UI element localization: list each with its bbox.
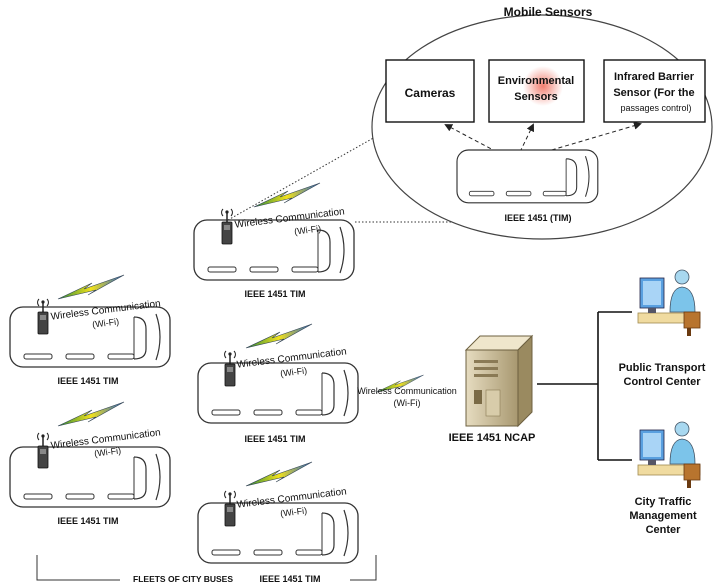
ptcc-operator-icon [637, 269, 701, 337]
bus-a-tim-label: IEEE 1451 TIM [244, 289, 305, 299]
arrow-to-environmental [519, 123, 535, 153]
bus-e-icon [197, 502, 359, 564]
ncap-wireless-line2: (Wi-Fi) [394, 398, 421, 408]
bus-d-tim-label: IEEE 1451 TIM [57, 516, 118, 526]
ptcc-label-line2: Control Center [624, 376, 702, 388]
fleet-label: FLEETS OF CITY BUSES [133, 574, 233, 584]
bus-c-icon [197, 362, 359, 424]
ctmc-label-line1: City Traffic [635, 496, 692, 508]
bus-e-wireless-line2: (Wi-Fi) [280, 505, 308, 518]
bus-a-icon [193, 219, 355, 281]
infrared-label-line3: passages control) [620, 103, 691, 113]
environmental-label-line2: Sensors [514, 91, 557, 103]
ellipse-tim-label: IEEE 1451 (TIM) [504, 213, 571, 223]
bus-e-tim-label: IEEE 1451 TIM [259, 574, 320, 584]
mobile-sensors-ellipse [371, 14, 713, 240]
bus-e-antenna-icon [223, 490, 237, 527]
ptcc-label-line1: Public Transport [619, 362, 706, 374]
ncap-label: IEEE 1451 NCAP [449, 432, 536, 444]
bus-c-antenna-icon [223, 350, 237, 387]
bus-e-wireless-bolt-icon [245, 461, 313, 487]
arrow-to-cameras [444, 124, 498, 153]
ctmc-label-line2: Management [629, 510, 697, 522]
bus-c-tim-label: IEEE 1451 TIM [244, 434, 305, 444]
cameras-label: Cameras [405, 86, 456, 100]
arrow-to-infrared [544, 121, 642, 153]
ncap-wireless-line1: Wireless Communication [357, 386, 457, 396]
bus-d-icon [9, 446, 171, 508]
bus-b-wireless-line2: (Wi-Fi) [92, 316, 120, 329]
bus-c-wireless-line2: (Wi-Fi) [280, 365, 308, 378]
bus-a-wireless-line2: (Wi-Fi) [294, 223, 322, 236]
ctmc-operator-icon [637, 421, 701, 489]
bus-d-wireless-bolt-icon [57, 401, 125, 427]
bus-d-antenna-icon [36, 432, 50, 469]
bus-a-antenna-icon [220, 208, 234, 245]
environmental-label-line1: Environmental [498, 75, 574, 87]
bus-d-wireless-line2: (Wi-Fi) [94, 445, 122, 458]
ellipse-bus-icon [456, 149, 599, 204]
bus-b-wireless-bolt-icon [57, 274, 125, 300]
ncap-server-icon [464, 334, 534, 428]
ctmc-label-line3: Center [646, 524, 682, 536]
environmental-glow-icon [523, 66, 563, 106]
bus-c-wireless-bolt-icon [245, 323, 313, 349]
infrared-label-line2: Sensor (For the [613, 87, 694, 99]
mobile-sensors-title: Mobile Sensors [504, 5, 593, 19]
bus-b-tim-label: IEEE 1451 TIM [57, 376, 118, 386]
cameras-box [385, 59, 475, 123]
fleet-label-bg [120, 572, 350, 584]
bus-b-antenna-icon [36, 298, 50, 335]
infrared-label-line1: Infrared Barrier [614, 71, 695, 83]
infrared-sensor-box [603, 59, 706, 123]
